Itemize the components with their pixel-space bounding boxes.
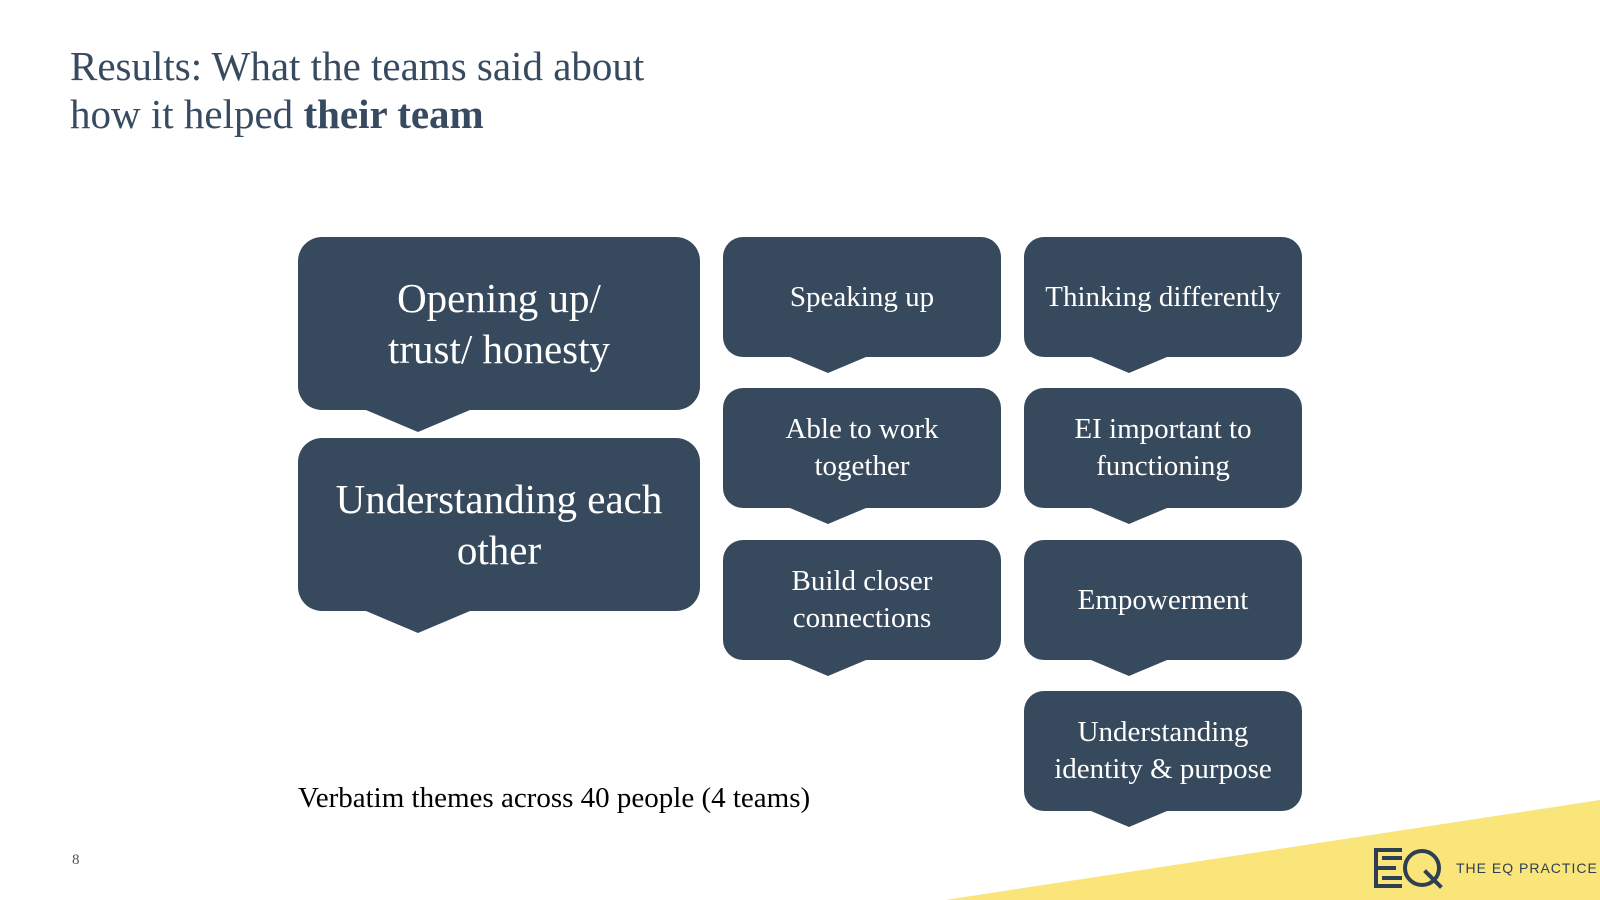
theme-work-together-line1: Able to work — [785, 413, 939, 445]
theme-opening-up-bubble: Opening up/ trust/ honesty — [298, 237, 700, 432]
theme-identity-line1: Understanding — [1077, 716, 1249, 748]
theme-opening-up-line1: Opening up/ — [397, 274, 601, 321]
theme-ei-line2: functioning — [1096, 450, 1230, 482]
caption: Verbatim themes across 40 people (4 team… — [298, 782, 811, 814]
theme-understanding-line1: Understanding each — [335, 475, 663, 522]
title-line-2-prefix: how it helped — [70, 91, 304, 137]
title-line-1: Results: What the teams said about — [70, 43, 645, 89]
theme-closer-line2: connections — [792, 602, 932, 634]
slide-title: Results: What the teams said about how i… — [70, 42, 644, 138]
theme-opening-up-line2: trust/ honesty — [387, 325, 611, 372]
theme-ei-important-bubble: EI important to functioning — [1024, 388, 1302, 524]
theme-identity-line2: identity & purpose — [1054, 753, 1272, 785]
theme-speaking-up-bubble: Speaking up — [723, 237, 1001, 373]
eq-logo-mark-icon — [1374, 848, 1443, 889]
theme-work-together-bubble: Able to work together — [723, 388, 1001, 524]
theme-identity-purpose-bubble: Understanding identity & purpose — [1024, 691, 1302, 827]
theme-empowerment-bubble: Empowerment — [1024, 540, 1302, 676]
theme-ei-line1: EI important to — [1074, 413, 1252, 445]
theme-understanding-each-other-bubble: Understanding each other — [298, 438, 700, 633]
theme-closer-connections-bubble: Build closer connections — [723, 540, 1001, 676]
theme-understanding-line2: other — [456, 526, 542, 573]
theme-thinking-differently: Thinking differently — [1045, 280, 1281, 313]
company-logo: THE EQ PRACTICE — [1372, 846, 1598, 890]
theme-empowerment: Empowerment — [1077, 583, 1249, 616]
title-line-2-bold: their team — [303, 91, 484, 137]
logo-text: THE EQ PRACTICE — [1456, 860, 1598, 876]
theme-work-together-line2: together — [814, 450, 910, 482]
page-number: 8 — [72, 852, 80, 868]
theme-speaking-up: Speaking up — [789, 280, 935, 313]
theme-closer-line1: Build closer — [791, 565, 933, 597]
theme-thinking-differently-bubble: Thinking differently — [1024, 237, 1302, 373]
